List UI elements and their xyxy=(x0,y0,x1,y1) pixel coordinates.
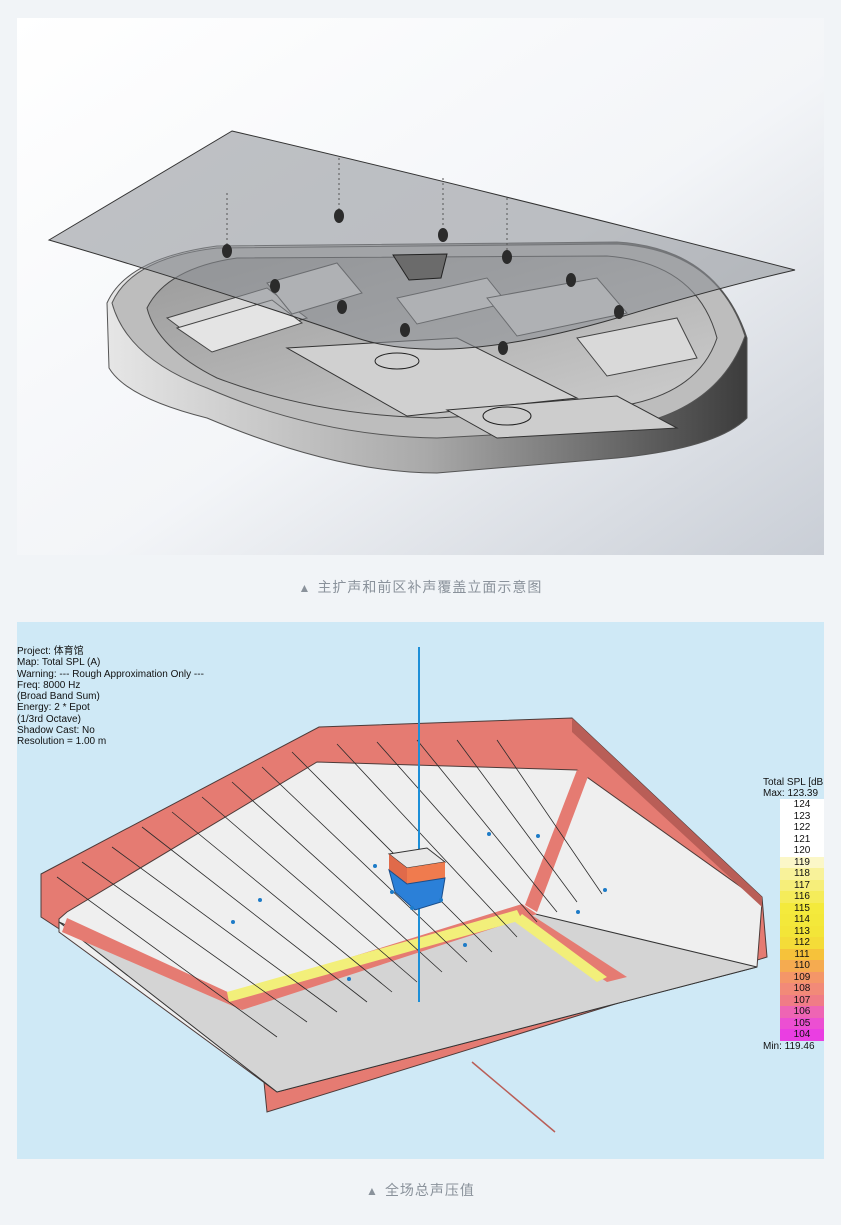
info-line: Resolution = 1.00 m xyxy=(17,736,107,748)
legend-level: 105 xyxy=(780,1017,824,1029)
triangle-icon: ▲ xyxy=(298,581,312,595)
info-line: (1/3rd Octave) xyxy=(17,713,81,725)
figure1-caption: ▲ 主扩声和前区补声覆盖立面示意图 xyxy=(0,577,841,597)
spl-map-drawing xyxy=(40,647,768,1133)
legend-level: 116 xyxy=(780,891,824,903)
legend-max: Max: 123.39 xyxy=(763,788,819,799)
legend-level: 109 xyxy=(780,971,824,983)
legend-level: 124 xyxy=(780,799,824,811)
arena-model-drawing xyxy=(17,18,824,555)
legend-level: 111 xyxy=(780,948,824,960)
figure2-caption-text: 全场总声压值 xyxy=(384,1182,475,1198)
figure2-caption: ▲ 全场总声压值 xyxy=(0,1180,841,1200)
legend-level: 123 xyxy=(780,810,824,822)
legend-level: 118 xyxy=(780,868,824,880)
info-line: Freq: 8000 Hz xyxy=(17,679,81,691)
legend-level: 108 xyxy=(780,983,824,995)
info-line: (Broad Band Sum) xyxy=(17,691,100,703)
legend-level: 119 xyxy=(780,856,824,868)
legend-level: 121 xyxy=(780,833,824,845)
legend-level: 112 xyxy=(780,937,824,949)
legend-level: 120 xyxy=(780,845,824,857)
legend-level: 107 xyxy=(780,994,824,1006)
info-line: Shadow Cast: No xyxy=(17,725,95,737)
legend-level: 110 xyxy=(780,960,824,972)
legend-title: Total SPL [dB xyxy=(763,777,824,788)
legend-level: 113 xyxy=(780,925,824,937)
info-line: Project: 体育馆 xyxy=(17,646,84,657)
legend-level: 122 xyxy=(780,822,824,834)
legend-level: 117 xyxy=(780,879,824,891)
simulation-info: Project: 体育馆 Map: Total SPL (A) Warning:… xyxy=(17,646,204,748)
spl-map: Project: 体育馆 Map: Total SPL (A) Warning:… xyxy=(17,622,824,1159)
triangle-icon: ▲ xyxy=(366,1184,379,1198)
info-line: Map: Total SPL (A) xyxy=(17,657,101,669)
legend-level: 114 xyxy=(780,914,824,926)
info-line: Warning: --- Rough Approximation Only --… xyxy=(17,668,204,680)
info-line: Energy: 2 * Epot xyxy=(17,702,90,714)
legend-level: 104 xyxy=(780,1029,824,1041)
legend-min: Min: 119.46 xyxy=(763,1040,815,1052)
legend-level: 106 xyxy=(780,1006,824,1018)
legend-level: 115 xyxy=(780,902,824,914)
arena-3d-render xyxy=(17,18,824,555)
figure1-caption-text: 主扩声和前区补声覆盖立面示意图 xyxy=(317,579,543,595)
